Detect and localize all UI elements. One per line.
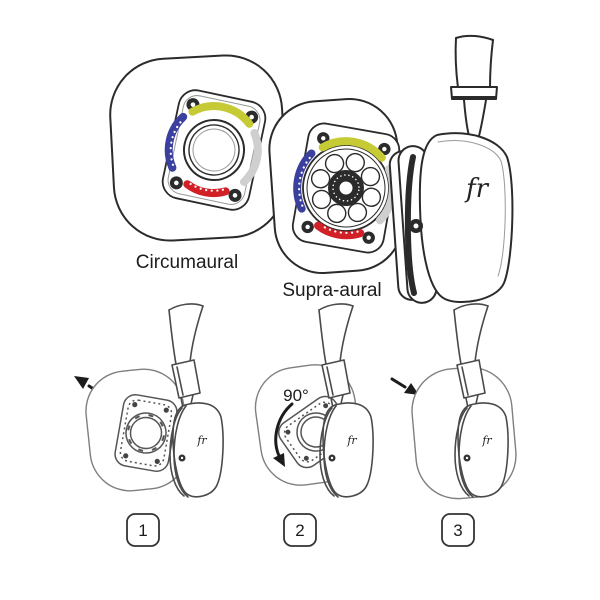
- alignment-arc-red: [314, 221, 365, 240]
- driver-vent-hole: [361, 187, 382, 207]
- step-number: 2: [295, 521, 304, 540]
- driver-vent-hole: [327, 203, 347, 224]
- step-number: 1: [138, 521, 147, 540]
- supra-aural-label: Supra-aural: [282, 280, 381, 301]
- headband-stalk: [450, 34, 498, 137]
- alignment-arc-blue: [293, 149, 316, 213]
- earcup-body: [418, 132, 514, 303]
- driver-vent-hole: [311, 189, 332, 210]
- alignment-arc-yellow: [318, 137, 386, 162]
- driver: [302, 144, 390, 232]
- step-number-box: [283, 513, 317, 547]
- circumaural-pad: [109, 54, 287, 242]
- step-number-box: [441, 513, 475, 547]
- alignment-arc-red: [183, 180, 230, 198]
- driver-vent-hole: [345, 152, 365, 173]
- step-number-box: [126, 513, 160, 547]
- driver-vent-hole: [324, 153, 345, 174]
- brand-logo: fr: [196, 434, 207, 447]
- mounting-plate: [114, 394, 178, 472]
- supra-aural-pad: [268, 97, 404, 275]
- alignment-arc-blue: [164, 112, 188, 172]
- headphone-earcup: fr: [388, 34, 514, 304]
- step-number: 3: [453, 521, 462, 540]
- driver-vent-hole: [347, 202, 368, 223]
- step-1-figure: fr 1: [74, 303, 224, 547]
- pad-opening: [183, 119, 245, 181]
- rotate-arrow: [274, 402, 294, 460]
- driver-vent-hole: [310, 169, 331, 189]
- brand-logo: fr: [464, 174, 490, 204]
- supra-aural-mounting-plate: [291, 122, 401, 254]
- attach-arrow: [390, 377, 407, 389]
- alignment-arc-gray: [240, 129, 262, 186]
- alignment-arc-yellow: [188, 102, 254, 128]
- rotation-label: 90°: [283, 386, 309, 405]
- step-2-figure: 90° fr 2: [254, 303, 374, 547]
- brand-logo: fr: [481, 434, 492, 447]
- circumaural-mounting-plate: [161, 89, 267, 211]
- driver-vent-hole: [360, 166, 381, 187]
- circumaural-label: Circumaural: [136, 252, 238, 273]
- brand-logo: fr: [346, 434, 357, 447]
- step-3-figure: fr 3: [390, 303, 517, 547]
